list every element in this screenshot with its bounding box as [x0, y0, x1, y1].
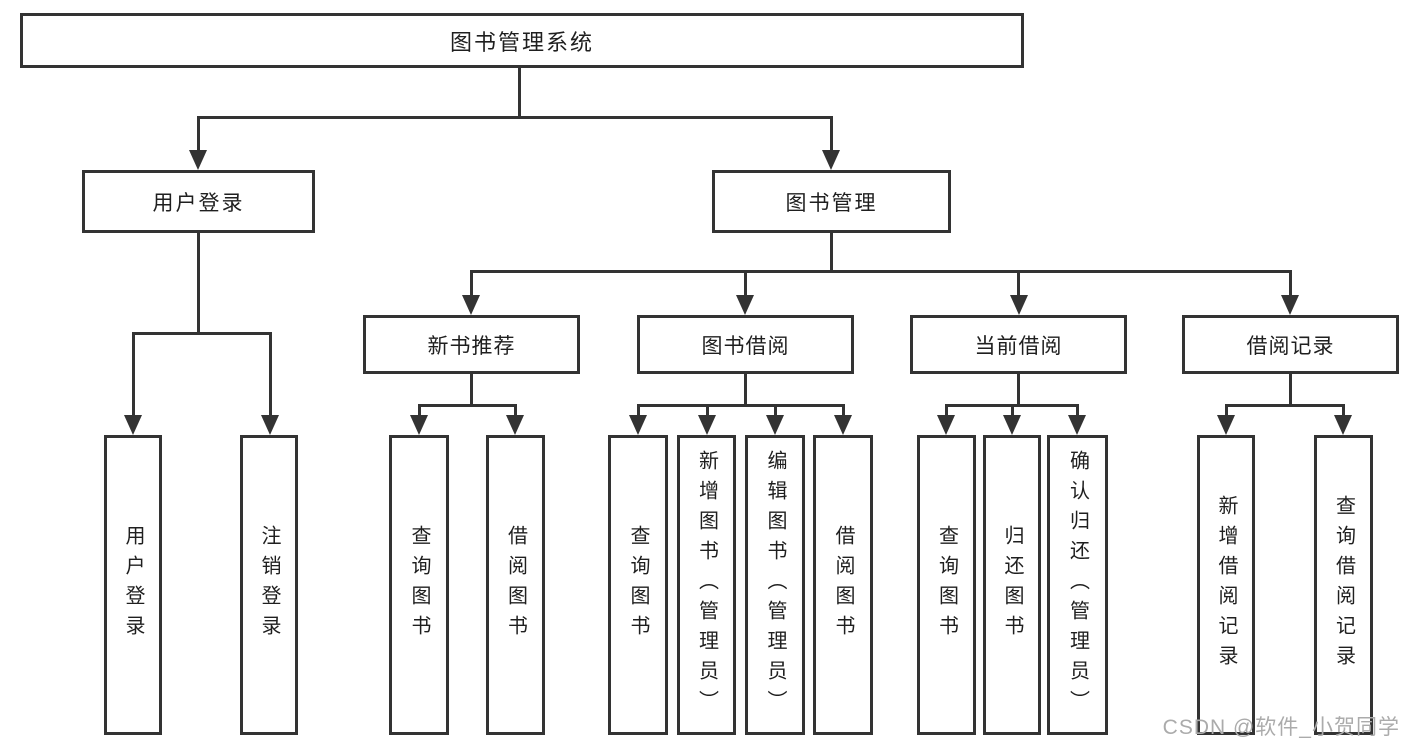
connector-drop-bb-borrow [842, 404, 845, 417]
connector-book-borrowing-trunk [744, 373, 747, 406]
node-borrowing-query-books: 查询图书 [608, 435, 668, 735]
arrow-down-icon [1281, 295, 1299, 315]
node-add-book-admin: 新增图书（管理员） [677, 435, 736, 735]
node-label: 查询借阅记录 [1332, 495, 1355, 675]
connector-drop-user-login [132, 333, 135, 417]
node-label: 借阅记录 [1246, 334, 1335, 358]
connector-level2-bus [197, 116, 833, 119]
connector-drop-new-book-recommend [470, 271, 473, 297]
node-label: 新书推荐 [427, 334, 516, 358]
watermark: CSDN @软件_小贺同学 [1162, 716, 1400, 739]
connector-drop-bb-query [637, 404, 640, 417]
connector-drop-br-add [1225, 404, 1228, 417]
node-confirm-return-admin: 确认归还（管理员） [1047, 435, 1108, 735]
node-book-borrowing: 图书借阅 [637, 315, 854, 374]
arrow-down-icon [1003, 415, 1021, 435]
arrow-down-icon [834, 415, 852, 435]
arrow-down-icon [736, 295, 754, 315]
node-user-login: 用户登录 [104, 435, 162, 735]
connector-drop-user-login-group [197, 117, 200, 152]
connector-drop-bb-edit [774, 404, 777, 417]
node-label: 用户登录 [152, 191, 245, 215]
connector-drop-cb-query [945, 404, 948, 417]
node-recommend-query-books: 查询图书 [389, 435, 449, 735]
arrow-down-icon [629, 415, 647, 435]
connector-drop-book-management [830, 117, 833, 152]
node-new-book-recommend: 新书推荐 [363, 315, 580, 374]
node-query-borrow-record: 查询借阅记录 [1314, 435, 1373, 735]
node-label: 借阅图书 [832, 525, 854, 645]
node-label: 借阅图书 [504, 525, 527, 645]
node-label: 用户登录 [122, 525, 144, 645]
node-label: 查询图书 [408, 525, 430, 645]
connector-user-login-trunk [197, 232, 200, 334]
connector-user-login-bus [132, 332, 272, 335]
arrow-down-icon [1334, 415, 1352, 435]
arrow-down-icon [1010, 295, 1028, 315]
connector-drop-cb-return [1011, 404, 1014, 417]
arrow-down-icon [506, 415, 524, 435]
connector-drop-book-borrowing [744, 271, 747, 297]
arrow-down-icon [766, 415, 784, 435]
node-label: 新增借阅记录 [1215, 495, 1237, 675]
node-label: 查询图书 [627, 525, 649, 645]
node-add-borrow-record: 新增借阅记录 [1197, 435, 1255, 735]
node-label: 新增图书（管理员） [695, 450, 718, 720]
arrow-down-icon [410, 415, 428, 435]
node-current-query-books: 查询图书 [917, 435, 976, 735]
node-logout: 注销登录 [240, 435, 298, 735]
connector-borrowing-leaf-bus [637, 404, 845, 407]
connector-drop-recommend-query [418, 404, 421, 417]
connector-root-trunk [518, 66, 521, 118]
connector-drop-recommend-borrow [514, 404, 517, 417]
connector-drop-cb-confirm [1076, 404, 1079, 417]
connector-records-leaf-bus [1225, 404, 1345, 407]
node-user-login-group: 用户登录 [82, 170, 315, 233]
connector-drop-current-borrowing [1017, 271, 1020, 297]
node-label: 图书管理系统 [449, 29, 594, 55]
connector-drop-bb-add [706, 404, 709, 417]
arrow-down-icon [261, 415, 279, 435]
arrow-down-icon [822, 150, 840, 170]
connector-recommend-leaf-bus [418, 404, 517, 407]
node-label: 归还图书 [1001, 525, 1023, 645]
node-return-books: 归还图书 [983, 435, 1041, 735]
arrow-down-icon [1068, 415, 1086, 435]
connector-new-book-recommend-trunk [470, 373, 473, 406]
node-label: 编辑图书（管理员） [764, 450, 786, 720]
arrow-down-icon [189, 150, 207, 170]
connector-book-management-trunk [830, 232, 833, 272]
connector-drop-logout [269, 333, 272, 417]
node-label: 当前借阅 [974, 334, 1063, 358]
node-label: 确认归还（管理员） [1066, 450, 1089, 720]
arrow-down-icon [937, 415, 955, 435]
node-label: 查询图书 [935, 525, 958, 645]
node-borrowing-records: 借阅记录 [1182, 315, 1399, 374]
node-label: 注销登录 [258, 525, 280, 645]
arrow-down-icon [698, 415, 716, 435]
arrow-down-icon [1217, 415, 1235, 435]
connector-drop-borrowing-records [1289, 271, 1292, 297]
node-book-management-system: 图书管理系统 [20, 13, 1024, 68]
connector-drop-br-query [1342, 404, 1345, 417]
node-current-borrowing: 当前借阅 [910, 315, 1127, 374]
node-label: 图书管理 [785, 191, 878, 215]
connector-level3-bus [470, 270, 1292, 273]
arrow-down-icon [462, 295, 480, 315]
node-book-management: 图书管理 [712, 170, 951, 233]
connector-borrowing-records-trunk [1289, 373, 1292, 406]
node-edit-book-admin: 编辑图书（管理员） [745, 435, 805, 735]
arrow-down-icon [124, 415, 142, 435]
node-borrow-books: 借阅图书 [813, 435, 873, 735]
node-recommend-borrow-books: 借阅图书 [486, 435, 545, 735]
connector-current-borrowing-trunk [1017, 373, 1020, 406]
node-label: 图书借阅 [701, 334, 790, 358]
